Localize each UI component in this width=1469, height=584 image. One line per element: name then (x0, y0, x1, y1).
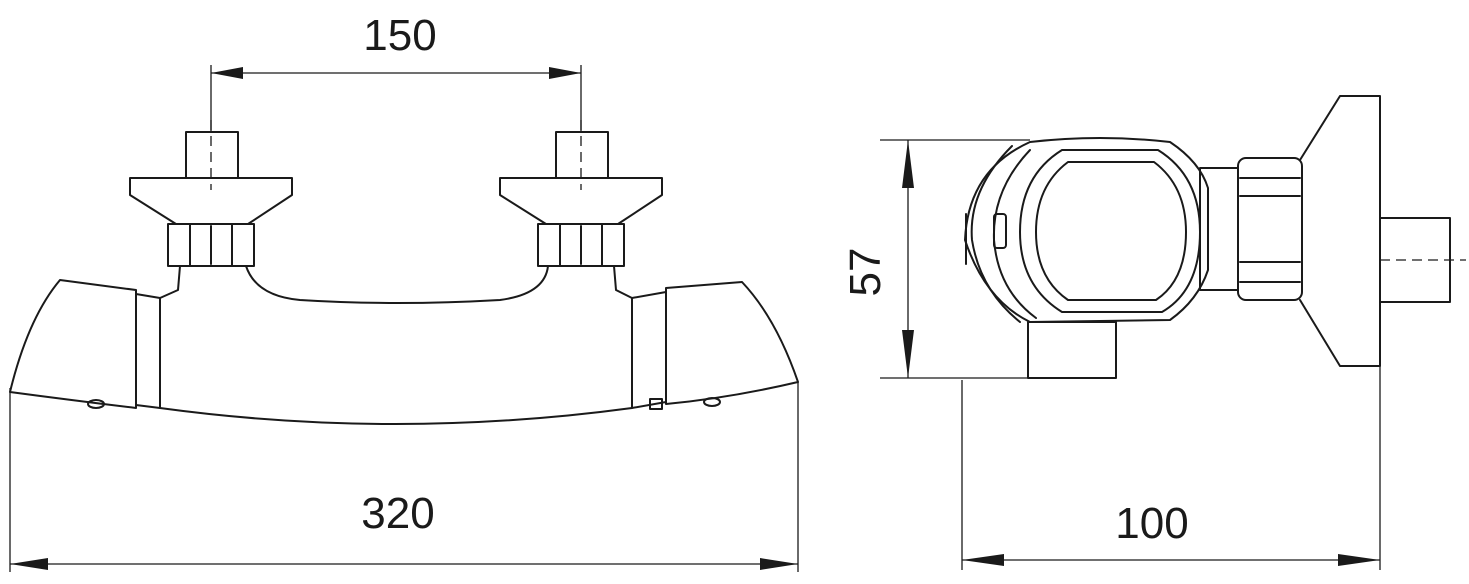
dimension-height: 57 (841, 139, 1030, 379)
side-view: 57 100 (841, 95, 1466, 570)
dimension-label-150: 150 (363, 11, 436, 60)
hex-nut (1237, 157, 1303, 301)
housing-outline (964, 137, 1209, 323)
left-connection (129, 120, 293, 267)
right-handle (665, 281, 799, 407)
right-connection (499, 120, 663, 267)
dimension-overall-width: 320 (9, 382, 799, 572)
wall-plate (1299, 95, 1381, 367)
front-view: 150 320 (9, 11, 799, 572)
left-handle (9, 279, 137, 409)
dimension-label-320: 320 (361, 489, 434, 538)
indicator-slot (993, 213, 1007, 249)
mixer-body (135, 265, 667, 425)
dimension-connection-spacing: 150 (210, 11, 582, 132)
temperature-knob (1019, 149, 1201, 313)
dimension-depth: 100 (961, 366, 1381, 570)
dimension-label-57: 57 (841, 248, 890, 297)
dimension-label-100: 100 (1115, 499, 1188, 548)
outlet-pipe (1027, 321, 1117, 379)
